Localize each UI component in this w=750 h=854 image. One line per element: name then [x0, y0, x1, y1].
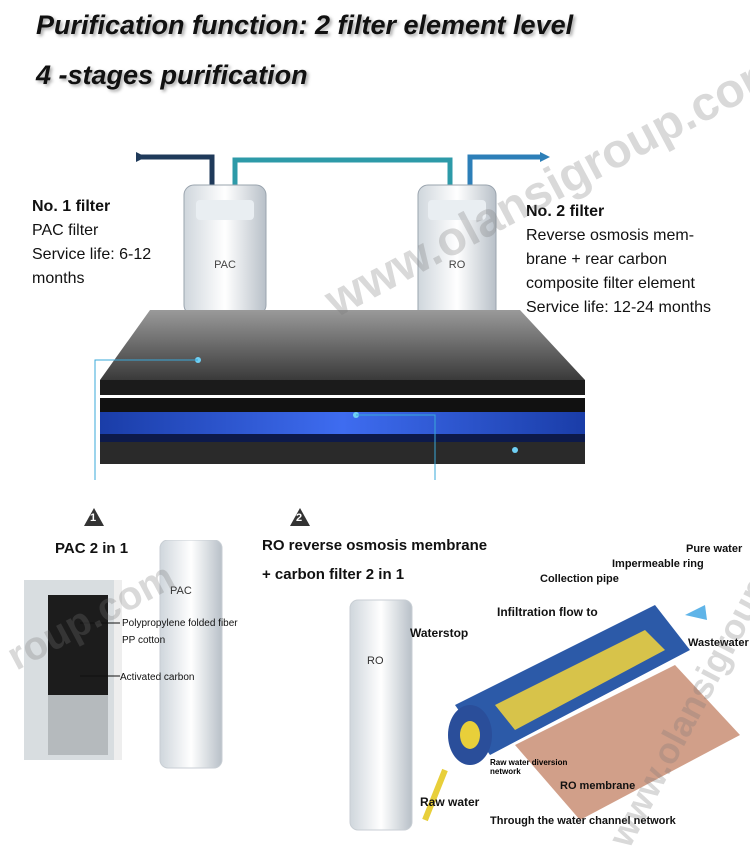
label-diversion: Raw water diversion network [490, 758, 568, 776]
pac-cartridge: PAC [183, 184, 267, 316]
pac-cutaway [24, 540, 223, 769]
filter1-line1: PAC filter [32, 222, 99, 239]
section1-title: PAC 2 in 1 [55, 540, 129, 557]
filter1-line2: Service life: 6-12 [32, 246, 152, 263]
badge-1: 1 [84, 508, 104, 526]
label-channel: Through the water channel network [490, 815, 676, 827]
section2-title-line2: + carbon filter 2 in 1 [262, 566, 405, 583]
section2-cartridge-label: RO [367, 655, 384, 667]
label-impermeable-ring: Impermeable ring [612, 558, 704, 570]
svg-text:RO: RO [449, 259, 466, 271]
label-fiber: Polypropylene folded fiber [122, 618, 238, 629]
ro-cartridge: RO [417, 184, 497, 321]
ro-membrane-diagram [349, 599, 740, 831]
filter1-line3: months [32, 270, 85, 287]
label-raw-water: Raw water [420, 795, 480, 809]
label-infiltration: Infiltration flow to [497, 605, 598, 619]
section2-title-line1: RO reverse osmosis membrane [262, 537, 488, 554]
badge-2: 2 [290, 508, 310, 526]
filtration-illustration: PAC RO [94, 152, 585, 480]
filter2-line4: Service life: 12-24 months [526, 299, 711, 316]
filter1-info: No. 1 filter PAC filter Service life: 6-… [32, 195, 182, 291]
label-collection-pipe: Collection pipe [540, 573, 619, 585]
filter1-title: No. 1 filter [32, 198, 111, 215]
filter-layers [100, 310, 585, 464]
section1-cartridge-label: PAC [170, 585, 192, 597]
filter2-line1: Reverse osmosis mem- [526, 227, 695, 244]
label-pure-water: Pure water [686, 543, 743, 555]
filter2-line2: brane + rear carbon [526, 251, 667, 268]
label-wastewater: Wastewater [688, 637, 749, 649]
label-waterstop: Waterstop [410, 626, 469, 640]
label-ro-membrane: RO membrane [560, 780, 636, 792]
headline-line2: 4 -stages purification [36, 60, 308, 90]
filter2-title: No. 2 filter [526, 203, 605, 220]
svg-text:PAC: PAC [214, 259, 236, 271]
headline-line1: Purification function: 2 filter element … [36, 10, 574, 40]
label-carbon: Activated carbon [120, 672, 195, 683]
label-pp: PP cotton [122, 635, 166, 646]
filter2-line3: composite filter element [526, 275, 695, 292]
filter2-info: No. 2 filter Reverse osmosis mem- brane … [526, 200, 746, 320]
